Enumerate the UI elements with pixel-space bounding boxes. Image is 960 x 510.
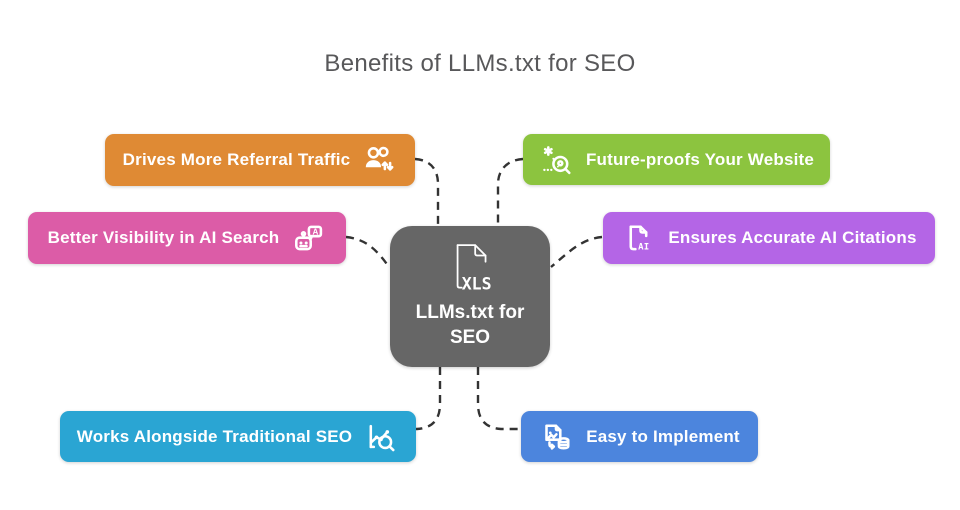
ai-document-icon: AI	[629, 225, 650, 253]
node-label: Works Alongside Traditional SEO	[76, 426, 353, 446]
node-label: Better Visibility in AI Search	[47, 228, 280, 247]
node-label: Ensures Accurate AI Citations	[668, 228, 917, 247]
node-label: Easy to Implement	[586, 426, 740, 446]
users-updown-icon	[366, 146, 394, 171]
connector-future-proof	[496, 157, 524, 225]
connector-ai-visibility	[345, 235, 390, 268]
connector-easy-implement	[476, 367, 521, 431]
center-node-llms-txt: XLS LLMs.txt for SEO	[390, 226, 550, 367]
node-ai-citations: AI Ensures Accurate AI Citations	[603, 212, 935, 264]
node-ai-visibility: Better Visibility in AI Search A	[28, 212, 346, 264]
xls-file-icon: XLS	[456, 244, 492, 294]
icon-letters: AI	[638, 243, 649, 253]
connector-traditional-seo	[416, 367, 442, 431]
future-search-icon	[543, 145, 571, 174]
node-label: Future-proofs Your Website	[585, 149, 815, 169]
chart-search-icon	[369, 424, 395, 451]
node-referral-traffic: Drives More Referral Traffic	[105, 134, 415, 186]
connector-ai-citations	[550, 235, 603, 268]
robot-chat-icon: A	[295, 225, 323, 251]
connector-referral-traffic	[414, 157, 440, 225]
node-easy-implement: Easy to Implement	[521, 411, 758, 462]
icon-letter: A	[313, 227, 319, 236]
center-node-label: LLMs.txt for SEO	[415, 302, 525, 349]
node-traditional-seo: Works Alongside Traditional SEO	[60, 411, 416, 462]
node-future-proof: Future-proofs Your Website	[523, 134, 830, 185]
node-label: Drives More Referral Traffic	[122, 150, 351, 169]
data-transfer-icon	[545, 423, 570, 450]
page-title: Benefits of LLMs.txt for SEO	[324, 50, 636, 77]
file-type-text: XLS	[462, 275, 492, 294]
